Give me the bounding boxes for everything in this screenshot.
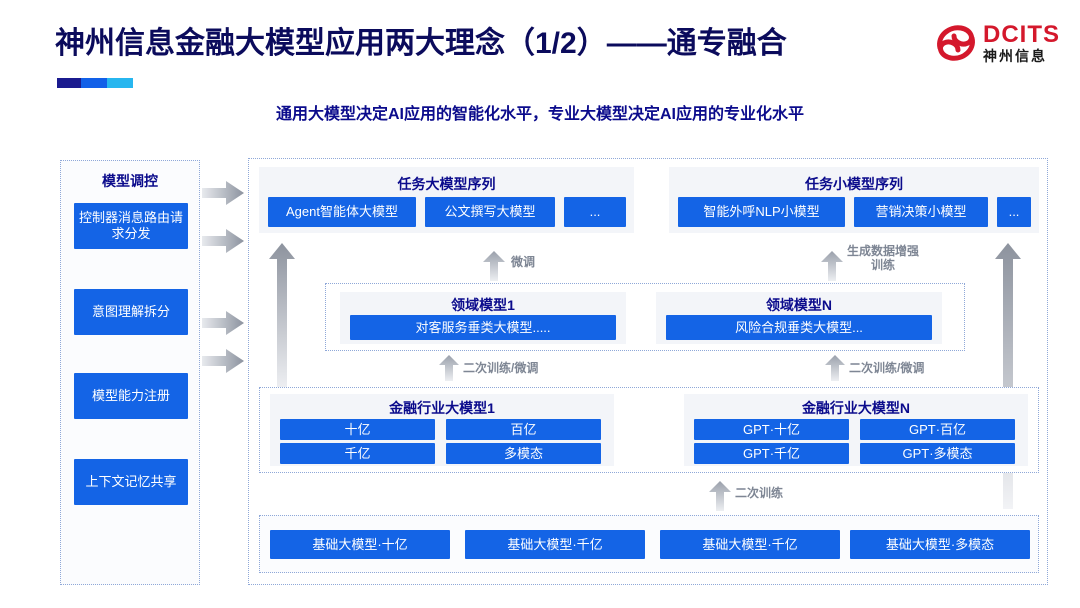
title-accent-bar [57,78,133,88]
domain-group-left: 领域模型1 对客服务垂类大模型..... [340,292,626,344]
industry-left-box-multimodal[interactable]: 多模态 [446,443,601,464]
industry-left-title: 金融行业大模型1 [389,400,495,416]
panel-industry-models: 金融行业大模型1 十亿 百亿 千亿 多模态 金融行业大模型N GPT·十亿 GP… [259,387,1039,473]
base-box-100b-b[interactable]: 基础大模型·千亿 [660,530,840,559]
task-small-box-marketing-decision[interactable]: 营销决策小模型 [854,197,988,227]
flow-arrow-right-3 [202,310,244,336]
sidebar-title: 模型调控 [102,173,158,189]
label-retrain-finetune-right: 二次训练/微调 [849,361,925,375]
industry-left-box-100b[interactable]: 千亿 [280,443,435,464]
panel-task-small-model-sequence: 任务小模型序列 智能外呼NLP小模型 营销决策小模型 ... [669,167,1039,233]
industry-group-left: 金融行业大模型1 十亿 百亿 千亿 多模态 [270,394,614,466]
task-small-box-outbound-nlp[interactable]: 智能外呼NLP小模型 [678,197,845,227]
page-title: 神州信息金融大模型应用两大理念（1/2）——通专融合 [55,27,787,60]
arrow-retrain [709,481,731,511]
arrow-retrain-finetune-right [825,355,845,381]
industry-right-box-gpt-1b[interactable]: GPT·十亿 [694,419,849,440]
arrow-tall-left [269,243,295,395]
arrow-tall-right [995,243,1021,509]
industry-right-box-gpt-multimodal[interactable]: GPT·多模态 [860,443,1015,464]
label-data-augmentation: 生成数据增强 训练 [847,244,920,273]
logo-text-en: DCITS [983,21,1060,48]
industry-right-box-gpt-10b[interactable]: GPT·百亿 [860,419,1015,440]
label-data-augmentation-line2: 训练 [871,257,896,272]
task-big-title: 任务大模型序列 [397,176,496,192]
arrow-retrain-finetune-left [439,355,459,381]
task-big-box-document-writing[interactable]: 公文撰写大模型 [425,197,555,227]
architecture-diagram-container: 任务大模型序列 Agent智能体大模型 公文撰写大模型 ... 任务小模型序列 … [248,158,1048,585]
sidebar-item-context-memory[interactable]: 上下文记忆共享 [74,459,188,505]
task-small-box-more[interactable]: ... [997,197,1031,227]
industry-right-title: 金融行业大模型N [801,400,911,416]
accent-segment-2 [81,78,107,88]
dcits-swirl-icon [935,22,977,64]
label-data-augmentation-line1: 生成数据增强 [847,244,920,258]
task-big-box-agent[interactable]: Agent智能体大模型 [268,197,416,227]
label-retrain-finetune-left: 二次训练/微调 [463,361,539,375]
accent-segment-1 [57,78,81,88]
industry-group-right: 金融行业大模型N GPT·十亿 GPT·百亿 GPT·千亿 GPT·多模态 [684,394,1028,466]
label-retrain: 二次训练 [735,486,784,500]
sidebar-item-capability-registry[interactable]: 模型能力注册 [74,373,188,419]
label-fine-tune: 微调 [511,255,536,269]
base-box-multimodal[interactable]: 基础大模型·多模态 [850,530,1030,559]
domain-right-title: 领域模型N [765,297,833,313]
logo-text-cn: 神州信息 [983,48,1047,64]
industry-left-box-1b[interactable]: 十亿 [280,419,435,440]
industry-left-box-10b[interactable]: 百亿 [446,419,601,440]
domain-group-right: 领域模型N 风险合规垂类大模型... [656,292,942,344]
flow-arrow-right-1 [202,180,244,206]
arrow-fine-tune [483,251,505,281]
sidebar-item-controller-routing[interactable]: 控制器消息路由请求分发 [74,203,188,249]
panel-domain-models: 领域模型1 对客服务垂类大模型..... 领域模型N 风险合规垂类大模型... [325,283,965,351]
company-logo: DCITS 神州信息 [935,22,1060,64]
task-small-title: 任务小模型序列 [805,176,903,192]
panel-task-big-model-sequence: 任务大模型序列 Agent智能体大模型 公文撰写大模型 ... [259,167,634,233]
domain-left-box[interactable]: 对客服务垂类大模型..... [350,315,616,340]
domain-right-box[interactable]: 风险合规垂类大模型... [666,315,932,340]
flow-arrow-right-4 [202,348,244,374]
base-box-100b-a[interactable]: 基础大模型·千亿 [465,530,645,559]
page-subtitle: 通用大模型决定AI应用的智能化水平，专业大模型决定AI应用的专业化水平 [275,106,804,123]
arrow-data-augmentation [821,251,843,281]
domain-left-title: 领域模型1 [451,297,515,313]
task-big-box-more[interactable]: ... [564,197,626,227]
sidebar-model-control: 模型调控 控制器消息路由请求分发 意图理解拆分 模型能力注册 上下文记忆共享 [60,160,200,585]
sidebar-item-intent-parsing[interactable]: 意图理解拆分 [74,289,188,335]
accent-segment-3 [107,78,133,88]
base-box-1b[interactable]: 基础大模型·十亿 [270,530,450,559]
industry-right-box-gpt-100b[interactable]: GPT·千亿 [694,443,849,464]
panel-base-models: 基础大模型·十亿 基础大模型·千亿 基础大模型·千亿 基础大模型·多模态 [259,515,1039,573]
flow-arrow-right-2 [202,228,244,254]
